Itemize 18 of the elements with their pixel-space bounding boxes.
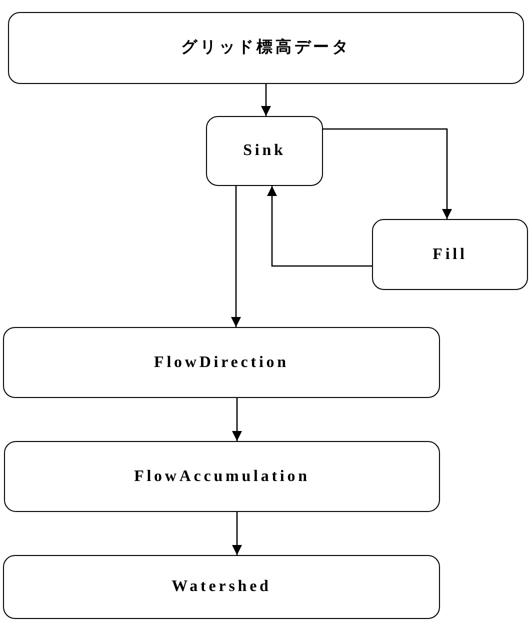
process-box xyxy=(206,116,323,186)
box-label: FlowAccumulation xyxy=(134,466,310,486)
arrow xyxy=(261,84,271,116)
arrow xyxy=(231,186,241,327)
process-box xyxy=(4,441,440,512)
process-box xyxy=(372,219,528,290)
arrow xyxy=(323,128,452,219)
box-label: Watershed xyxy=(172,577,272,597)
process-box xyxy=(8,12,524,84)
arrow xyxy=(267,186,372,267)
arrow xyxy=(232,398,242,441)
arrow xyxy=(232,512,242,555)
process-box xyxy=(3,555,440,619)
process-box xyxy=(3,327,440,398)
box-label: グリッド標高データ xyxy=(181,37,351,58)
box-label: Sink xyxy=(243,141,286,161)
box-label: FlowDirection xyxy=(154,352,289,372)
box-label: Fill xyxy=(432,244,468,264)
